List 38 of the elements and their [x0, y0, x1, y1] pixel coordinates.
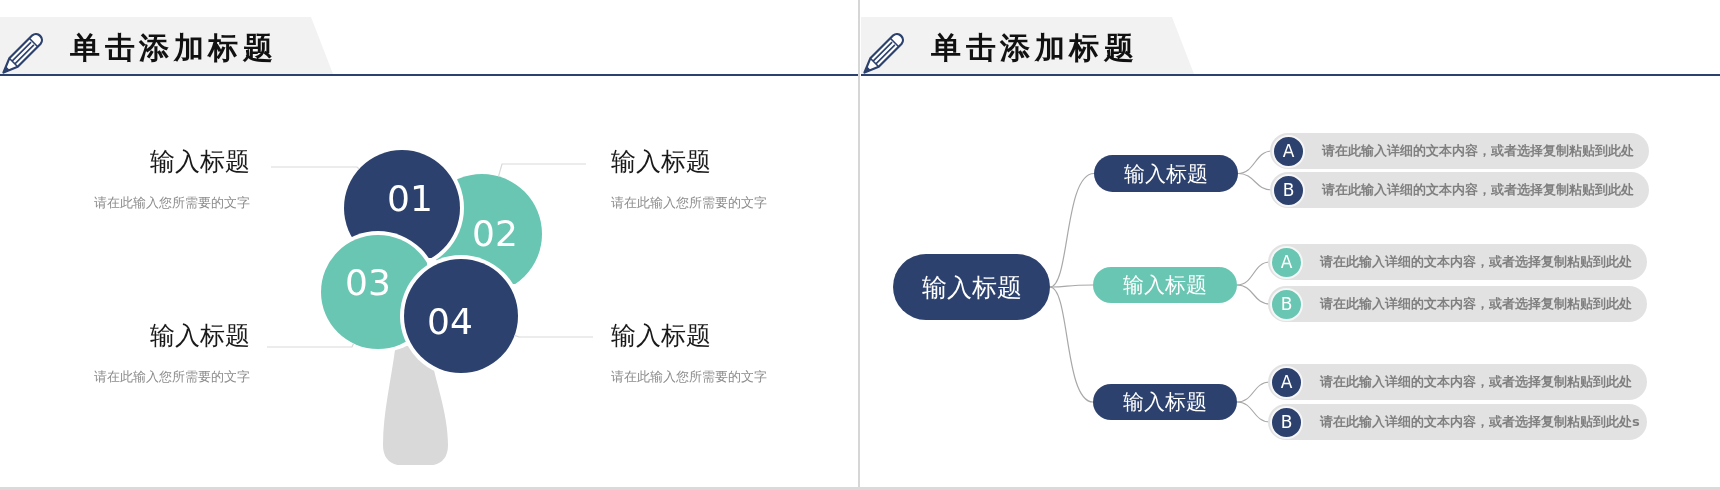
body-text: 请在此输入您所需要的文字: [94, 195, 250, 211]
leader-line: [266, 342, 355, 348]
letter-circle: A: [1272, 134, 1305, 168]
letter-circle: A: [1270, 245, 1303, 279]
tree-trunk: [383, 346, 448, 465]
heading: 输入标题: [150, 147, 250, 177]
slide-title: 单击添加标题: [931, 30, 1138, 66]
text-pill: [1270, 172, 1649, 208]
branch-pill: 输入标题: [1094, 155, 1238, 192]
body-text: 请在此输入详细的文本内容，或者选择复制粘贴到此处: [1322, 143, 1634, 159]
letter-circle: B: [1270, 287, 1303, 321]
body-text: 请在此输入您所需要的文字: [94, 369, 250, 385]
body-text: 请在此输入详细的文本内容，或者选择复制粘贴到此处: [1320, 374, 1632, 390]
leader-line: [497, 163, 587, 177]
connector-line: [1049, 284, 1094, 288]
letter-circle: A: [1270, 365, 1303, 399]
body-text: 请在此输入详细的文本内容，或者选择复制粘贴到此处: [1320, 254, 1632, 270]
branch-pill: 输入标题: [1093, 267, 1237, 303]
heading: 输入标题: [150, 321, 250, 351]
heading: 输入标题: [611, 321, 711, 351]
text-pill: [1268, 286, 1647, 322]
connector-line: [1049, 286, 1094, 403]
number-circle: 04: [404, 259, 518, 373]
text-pill: [1268, 404, 1647, 440]
letter-circle: B: [1272, 173, 1305, 207]
branch-pill: 输入标题: [1093, 384, 1237, 420]
text-pill: [1270, 133, 1649, 169]
letter-circle: B: [1270, 405, 1303, 439]
body-text: 请在此输入详细的文本内容，或者选择复制粘贴到此处: [1320, 296, 1632, 312]
body-text: 请在此输入详细的文本内容，或者选择复制粘贴到此处: [1322, 182, 1634, 198]
text-pill: [1268, 364, 1647, 400]
slide-title: 单击添加标题: [70, 30, 277, 66]
root-pill: 输入标题: [893, 254, 1050, 320]
body-text: 请在此输入您所需要的文字: [611, 195, 767, 211]
heading: 输入标题: [611, 147, 711, 177]
body-text: 请在此输入详细的文本内容，或者选择复制粘贴到此处s: [1320, 414, 1640, 430]
text-pill: [1268, 244, 1647, 280]
body-text: 请在此输入您所需要的文字: [611, 369, 767, 385]
